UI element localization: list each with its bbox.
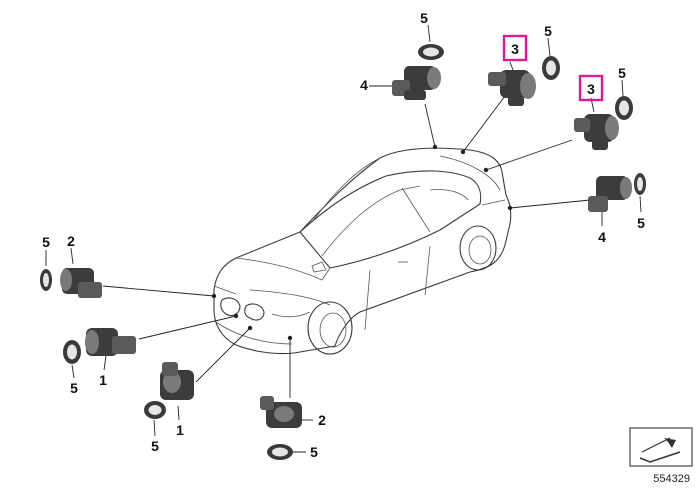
callout-rear-left-ring: 5: [420, 10, 428, 26]
rear-left-side-sensor: [392, 66, 441, 100]
car-outline: [214, 148, 511, 354]
front-left-center-sensor: [85, 328, 136, 356]
rear-right-side-ring: [634, 173, 646, 195]
callout-front-left-center-sensor: 1: [99, 372, 107, 388]
front-center-sensor: [160, 362, 194, 400]
callout-front-right-sensor: 2: [318, 412, 326, 428]
callout-rear-right-sensor: 3: [587, 81, 595, 97]
callout-front-left-ring: 5: [42, 234, 50, 250]
callout-rear-center-ring: 5: [544, 23, 552, 39]
front-left-ring: [40, 269, 52, 291]
callout-front-center-sensor: 1: [176, 422, 184, 438]
rear-right-side-sensor: [588, 176, 632, 212]
callout-rear-right-ring: 5: [618, 65, 626, 81]
callout-front-right-ring: 5: [310, 444, 318, 460]
callout-rear-right-side-sensor: 4: [598, 229, 606, 245]
front-right-sensor: [260, 396, 302, 428]
leader-lines: [46, 25, 641, 452]
reference-icon: [630, 428, 692, 466]
rear-right-sensor: [574, 114, 619, 150]
callout-front-left-center-ring: 5: [70, 380, 78, 396]
callout-rear-right-side-ring: 5: [637, 215, 645, 231]
callout-front-center-ring: 5: [151, 438, 159, 454]
callout-front-left-side-sensor: 2: [67, 233, 75, 249]
reference-number: 554329: [653, 473, 690, 485]
front-center-ring: [144, 401, 166, 419]
rear-left-ring: [418, 44, 444, 60]
rear-center-sensor: [488, 70, 536, 106]
rear-center-ring: [542, 56, 560, 80]
callout-rear-center-sensor: 3: [511, 41, 519, 57]
rear-right-ring: [615, 96, 633, 120]
front-left-side-sensor: [60, 268, 102, 298]
front-left-center-ring: [63, 340, 81, 364]
callout-rear-left-side-sensor: 4: [360, 77, 368, 93]
front-right-ring: [267, 444, 293, 460]
